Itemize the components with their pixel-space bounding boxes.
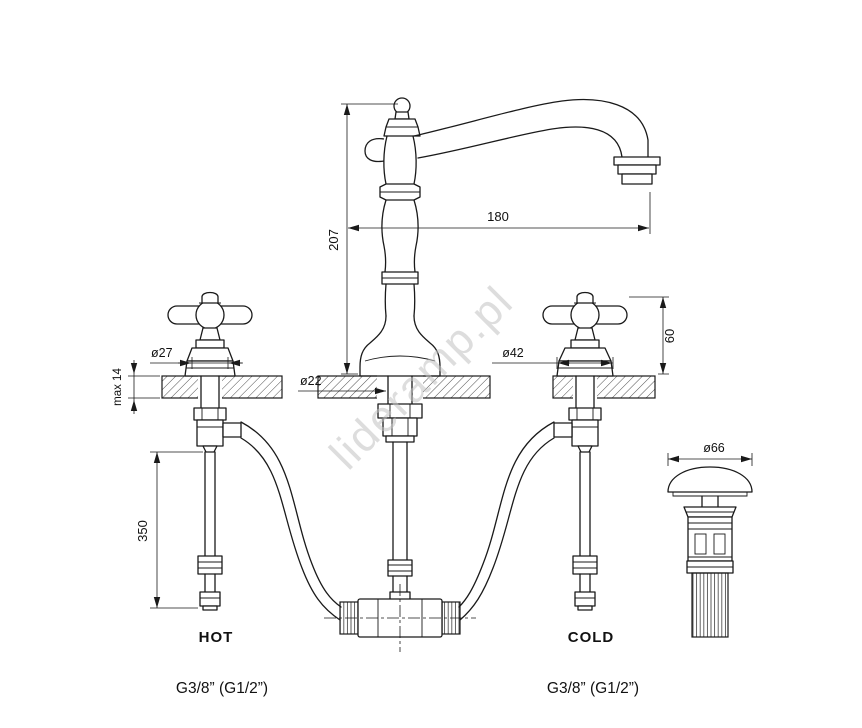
dimension-27: ø27 (150, 346, 243, 369)
dim-66-label: ø66 (703, 441, 725, 455)
dim-27-label: ø27 (151, 346, 173, 360)
dimension-350: 350 (135, 451, 203, 609)
escutcheon (558, 347, 612, 362)
dimension-207: 207 (326, 103, 398, 375)
countertop (161, 374, 656, 400)
flex-hose-right (458, 421, 555, 621)
cold-handle-assembly (542, 291, 628, 611)
dim-max14-label: max 14 (112, 368, 124, 406)
dim-180-label: 180 (487, 209, 509, 224)
hose-outlet (553, 422, 573, 438)
dim-350-label: 350 (135, 520, 150, 542)
hot-connection-label: G3/8” (G1/2”) (176, 680, 268, 697)
dim-207-label: 207 (326, 229, 341, 251)
faucet-shank-and-tee (324, 375, 476, 652)
dimension-max14: max 14 (112, 360, 160, 414)
spout-lever (364, 137, 385, 163)
drain-dome (667, 466, 753, 493)
dimension-42: ø42 (492, 346, 614, 369)
escutcheon (186, 347, 234, 362)
cold-label: COLD (568, 629, 615, 646)
deck-shank (387, 375, 413, 405)
cross-handle-hub (570, 300, 600, 330)
aerator-ring-2 (617, 164, 657, 175)
spout-assembly (359, 97, 661, 377)
dimension-66: ø66 (667, 441, 753, 466)
hot-handle-assembly (167, 291, 253, 611)
spout-arm-bottom (417, 126, 623, 159)
dim-22-label: ø22 (300, 374, 322, 388)
base-bell-left (359, 315, 387, 377)
dimensions: 207 180 60 ø27 ø42 (112, 103, 753, 609)
spout-arm-top (413, 98, 649, 158)
center-supply-pipe (392, 441, 408, 561)
aerator-ring-3 (621, 173, 653, 185)
hot-label: HOT (199, 629, 234, 646)
supply-pipe (579, 451, 591, 557)
drain-thread (691, 572, 729, 638)
overflow-slot (713, 533, 726, 555)
dimension-180: 180 (348, 192, 651, 234)
dim-60-label: 60 (662, 329, 677, 343)
overflow-slot (694, 533, 707, 555)
dimension-22: ø22 (298, 374, 386, 395)
dim-42-label: ø42 (502, 346, 524, 360)
hose-outlet (222, 422, 242, 438)
handle-cap (201, 291, 219, 304)
pop-up-drain (667, 466, 753, 638)
handle-cap (576, 291, 594, 304)
base-bell-right (413, 315, 441, 377)
flex-hose-left (240, 421, 342, 621)
aerator-ring-1 (613, 156, 661, 166)
valve-body (196, 419, 224, 447)
valve-body (571, 419, 599, 447)
dimension-60: 60 (629, 296, 677, 375)
cold-connection-label: G3/8” (G1/2”) (547, 680, 639, 697)
cross-handle-hub (195, 300, 225, 330)
supply-pipe (204, 451, 216, 557)
